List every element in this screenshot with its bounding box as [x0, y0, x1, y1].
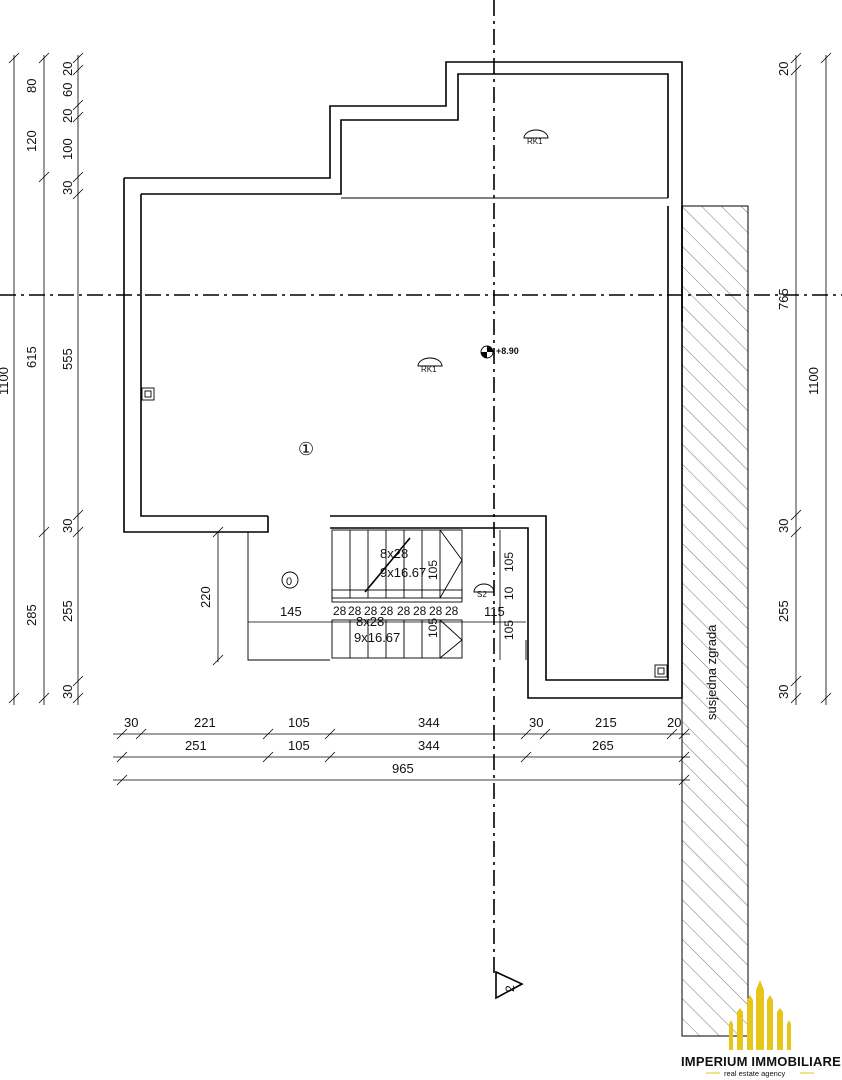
neighbour-building-label: susjedna zgrada: [704, 624, 719, 720]
neighbour-building: susjedna zgrada: [681, 205, 749, 1037]
dim-total: 965: [392, 761, 414, 776]
dim-left-60: 60: [60, 83, 75, 97]
dim-right-1100: 1100: [806, 367, 821, 395]
dim-220: 220: [198, 586, 213, 608]
dim-left-120: 120: [24, 130, 39, 152]
room-number-upper: ①: [298, 439, 314, 459]
dim-right-20: 20: [776, 62, 791, 76]
tag-rk1-b: RK1: [527, 137, 543, 146]
tread-label: 28: [413, 604, 427, 618]
dim-115: 115: [484, 604, 505, 619]
dim-left-285: 285: [24, 604, 39, 626]
staircase: [331, 529, 463, 659]
dim-145: 145: [280, 604, 302, 619]
bottom-dimensions: 30 221 105 344 30 215 20 251 105 344 265…: [113, 715, 690, 786]
stair-lower-label-2: 9x16.67: [354, 630, 400, 645]
dim-left-20b: 20: [60, 109, 75, 123]
stair-upper-label-2: 9x16.67: [380, 565, 426, 580]
dim-105-c: 105: [426, 618, 440, 638]
dim-top-5: 30: [529, 715, 543, 730]
dim-mid-1: 251: [185, 738, 207, 753]
room-number-lower: 0: [286, 576, 292, 588]
dim-105-a: 105: [426, 560, 440, 580]
dim-top-2: 221: [194, 715, 216, 730]
interior-dimensions: 220 145 115 105 105 105 105 10: [198, 526, 526, 666]
dim-mid-4: 265: [592, 738, 614, 753]
section-marker: 2: [495, 970, 524, 1000]
dim-top-4: 344: [418, 715, 440, 730]
dim-left-100: 100: [60, 138, 75, 160]
tread-label: 28: [429, 604, 443, 618]
dim-top-6: 215: [595, 715, 617, 730]
logo-tagline: real estate agency: [724, 1069, 786, 1078]
right-dimensions: 20 765 30 255 30 1100: [776, 52, 832, 705]
dim-105-b: 105: [502, 552, 516, 572]
dim-10: 10: [502, 586, 516, 600]
dim-left-80: 80: [24, 79, 39, 93]
dim-left-255: 255: [60, 600, 75, 622]
dim-left-30c: 30: [60, 685, 75, 699]
dim-left-1100: 1100: [0, 367, 11, 395]
tread-label: 28: [364, 604, 378, 618]
left-dimensions: 1100 80 120 615 285 20 60 20 100 30 555 …: [0, 52, 84, 705]
dim-right-30a: 30: [776, 519, 791, 533]
dim-right-255: 255: [776, 600, 791, 622]
dim-105-d: 105: [502, 620, 516, 640]
elevation-mark: +8.90: [496, 346, 519, 356]
dim-left-30a: 30: [60, 181, 75, 195]
tread-label: 28: [397, 604, 411, 618]
tread-label: 28: [445, 604, 459, 618]
dim-mid-3: 344: [418, 738, 440, 753]
tread-label: 28: [380, 604, 394, 618]
section-mark-label: 2: [503, 985, 517, 992]
building-walls: [123, 61, 683, 699]
tread-label: 28: [333, 604, 347, 618]
dim-right-30b: 30: [776, 685, 791, 699]
tread-label: 28: [348, 604, 362, 618]
dim-top-3: 105: [288, 715, 310, 730]
dim-top-1: 30: [124, 715, 138, 730]
dim-mid-2: 105: [288, 738, 310, 753]
dim-top-7: 20: [667, 715, 681, 730]
stair-lower-label-1: 8x28: [356, 614, 384, 629]
tag-s2: S2: [477, 590, 487, 599]
dim-right-765: 765: [776, 288, 791, 310]
axis-lines: [0, 0, 842, 975]
logo-name: IMPERIUM IMMOBILIARE: [681, 1054, 841, 1069]
dim-left-555: 555: [60, 348, 75, 370]
imperium-logo: IMPERIUM IMMOBILIARE real estate agency: [681, 980, 841, 1078]
tag-rk1-a: RK1: [421, 365, 437, 374]
room-tags: ① 0 RK1 RK1 S2 +8.90: [281, 129, 549, 599]
dim-left-20a: 20: [60, 62, 75, 76]
stair-labels: 8x28 9x16.67 8x28 9x16.67 28 28 28 28 28…: [333, 546, 459, 645]
stair-upper-label-1: 8x28: [380, 546, 408, 561]
dim-left-30b: 30: [60, 519, 75, 533]
logo-emblem-icon: [729, 980, 791, 1050]
dim-left-615: 615: [24, 346, 39, 368]
